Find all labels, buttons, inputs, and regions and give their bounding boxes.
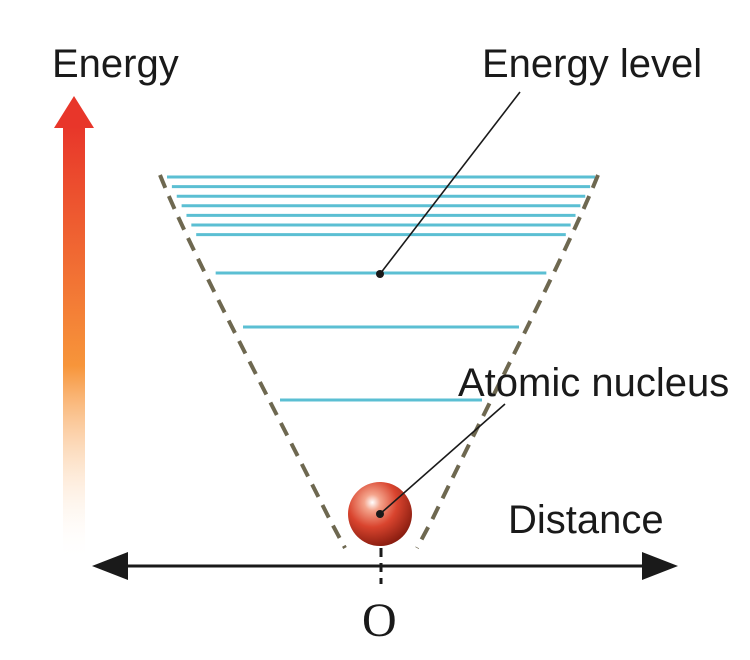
atomic-nucleus-label: Atomic nucleus	[458, 361, 729, 405]
energy-level-leader-dot	[376, 270, 384, 278]
energy-level-label: Energy level	[482, 42, 702, 86]
distance-axis	[92, 548, 678, 584]
distance-axis-label: Distance	[508, 498, 664, 542]
energy-level-leader	[379, 91, 521, 275]
energy-axis-arrow	[54, 96, 94, 562]
potential-well-boundary	[158, 174, 600, 549]
origin-label: O	[362, 594, 397, 647]
nucleus-leader-dot	[376, 510, 384, 518]
leader-lines	[376, 91, 521, 518]
energy-axis-label: Energy	[52, 42, 179, 86]
energy-levels	[167, 175, 595, 402]
nucleus-leader	[379, 403, 506, 515]
